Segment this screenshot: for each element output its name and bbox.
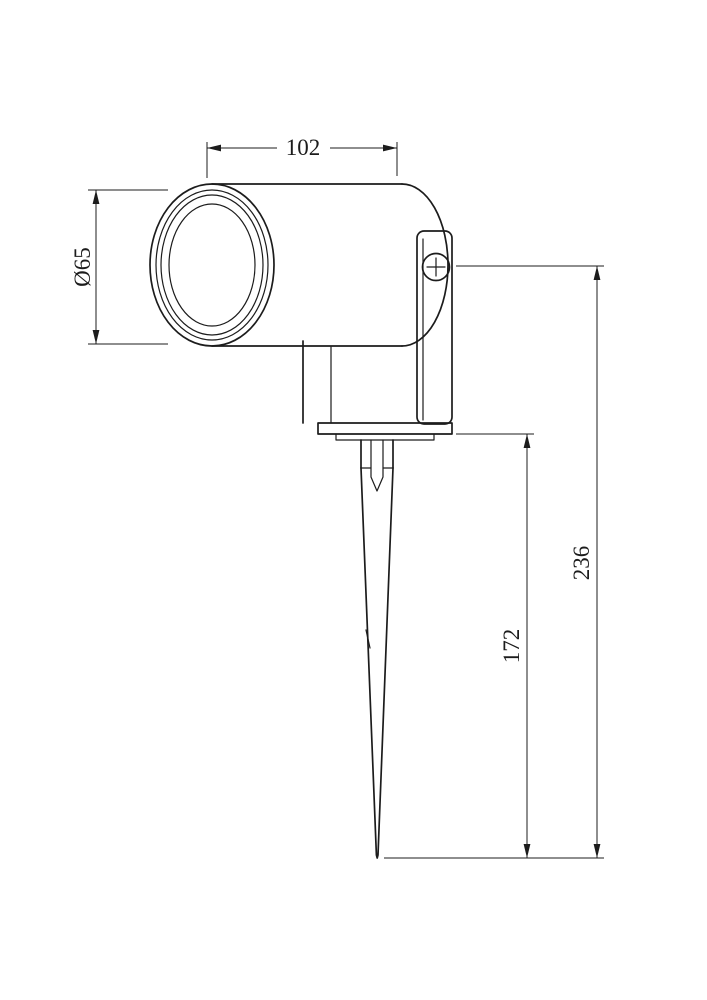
arrow-right-icon — [383, 144, 397, 152]
flange-step — [335, 433, 435, 441]
dimension-spike-height: 172 — [456, 433, 534, 858]
lens-rings — [149, 183, 275, 347]
dim-label-body-length: 102 — [286, 135, 321, 160]
dimension-body-length: 102 — [206, 135, 398, 178]
screw-head — [421, 252, 451, 282]
arrow-up-icon — [593, 266, 601, 280]
spotlight-fixture — [149, 183, 453, 859]
lens-ring-2 — [155, 189, 269, 341]
dim-label-overall-height: 236 — [569, 546, 594, 581]
arrow-down-icon — [593, 844, 601, 858]
body-rear-cap — [401, 183, 449, 347]
spike-detail-mark — [365, 629, 371, 649]
spike-taper — [360, 467, 394, 859]
mounting-bracket — [416, 230, 453, 425]
lamp-body — [211, 183, 449, 347]
arrow-up-icon — [92, 190, 100, 204]
dimension-lens-diameter: Ø65 — [70, 189, 168, 345]
arrow-down-icon — [92, 330, 100, 344]
pivot-screw — [421, 252, 451, 282]
bracket-strap — [416, 230, 453, 425]
flange-plate — [317, 422, 453, 435]
stem-housing — [302, 340, 332, 424]
dim-label-lens-diameter: Ø65 — [70, 247, 95, 287]
arrow-down-icon — [523, 844, 531, 858]
arrow-left-icon — [207, 144, 221, 152]
dimension-overall-height: 236 — [384, 265, 604, 859]
spike-inner-blade — [370, 439, 384, 492]
base-flange — [317, 422, 453, 441]
ground-spike — [360, 439, 394, 859]
dim-label-spike-height: 172 — [499, 629, 524, 664]
arrow-up-icon — [523, 434, 531, 448]
lens-glass — [168, 203, 256, 327]
lens-ring-3 — [160, 194, 264, 336]
